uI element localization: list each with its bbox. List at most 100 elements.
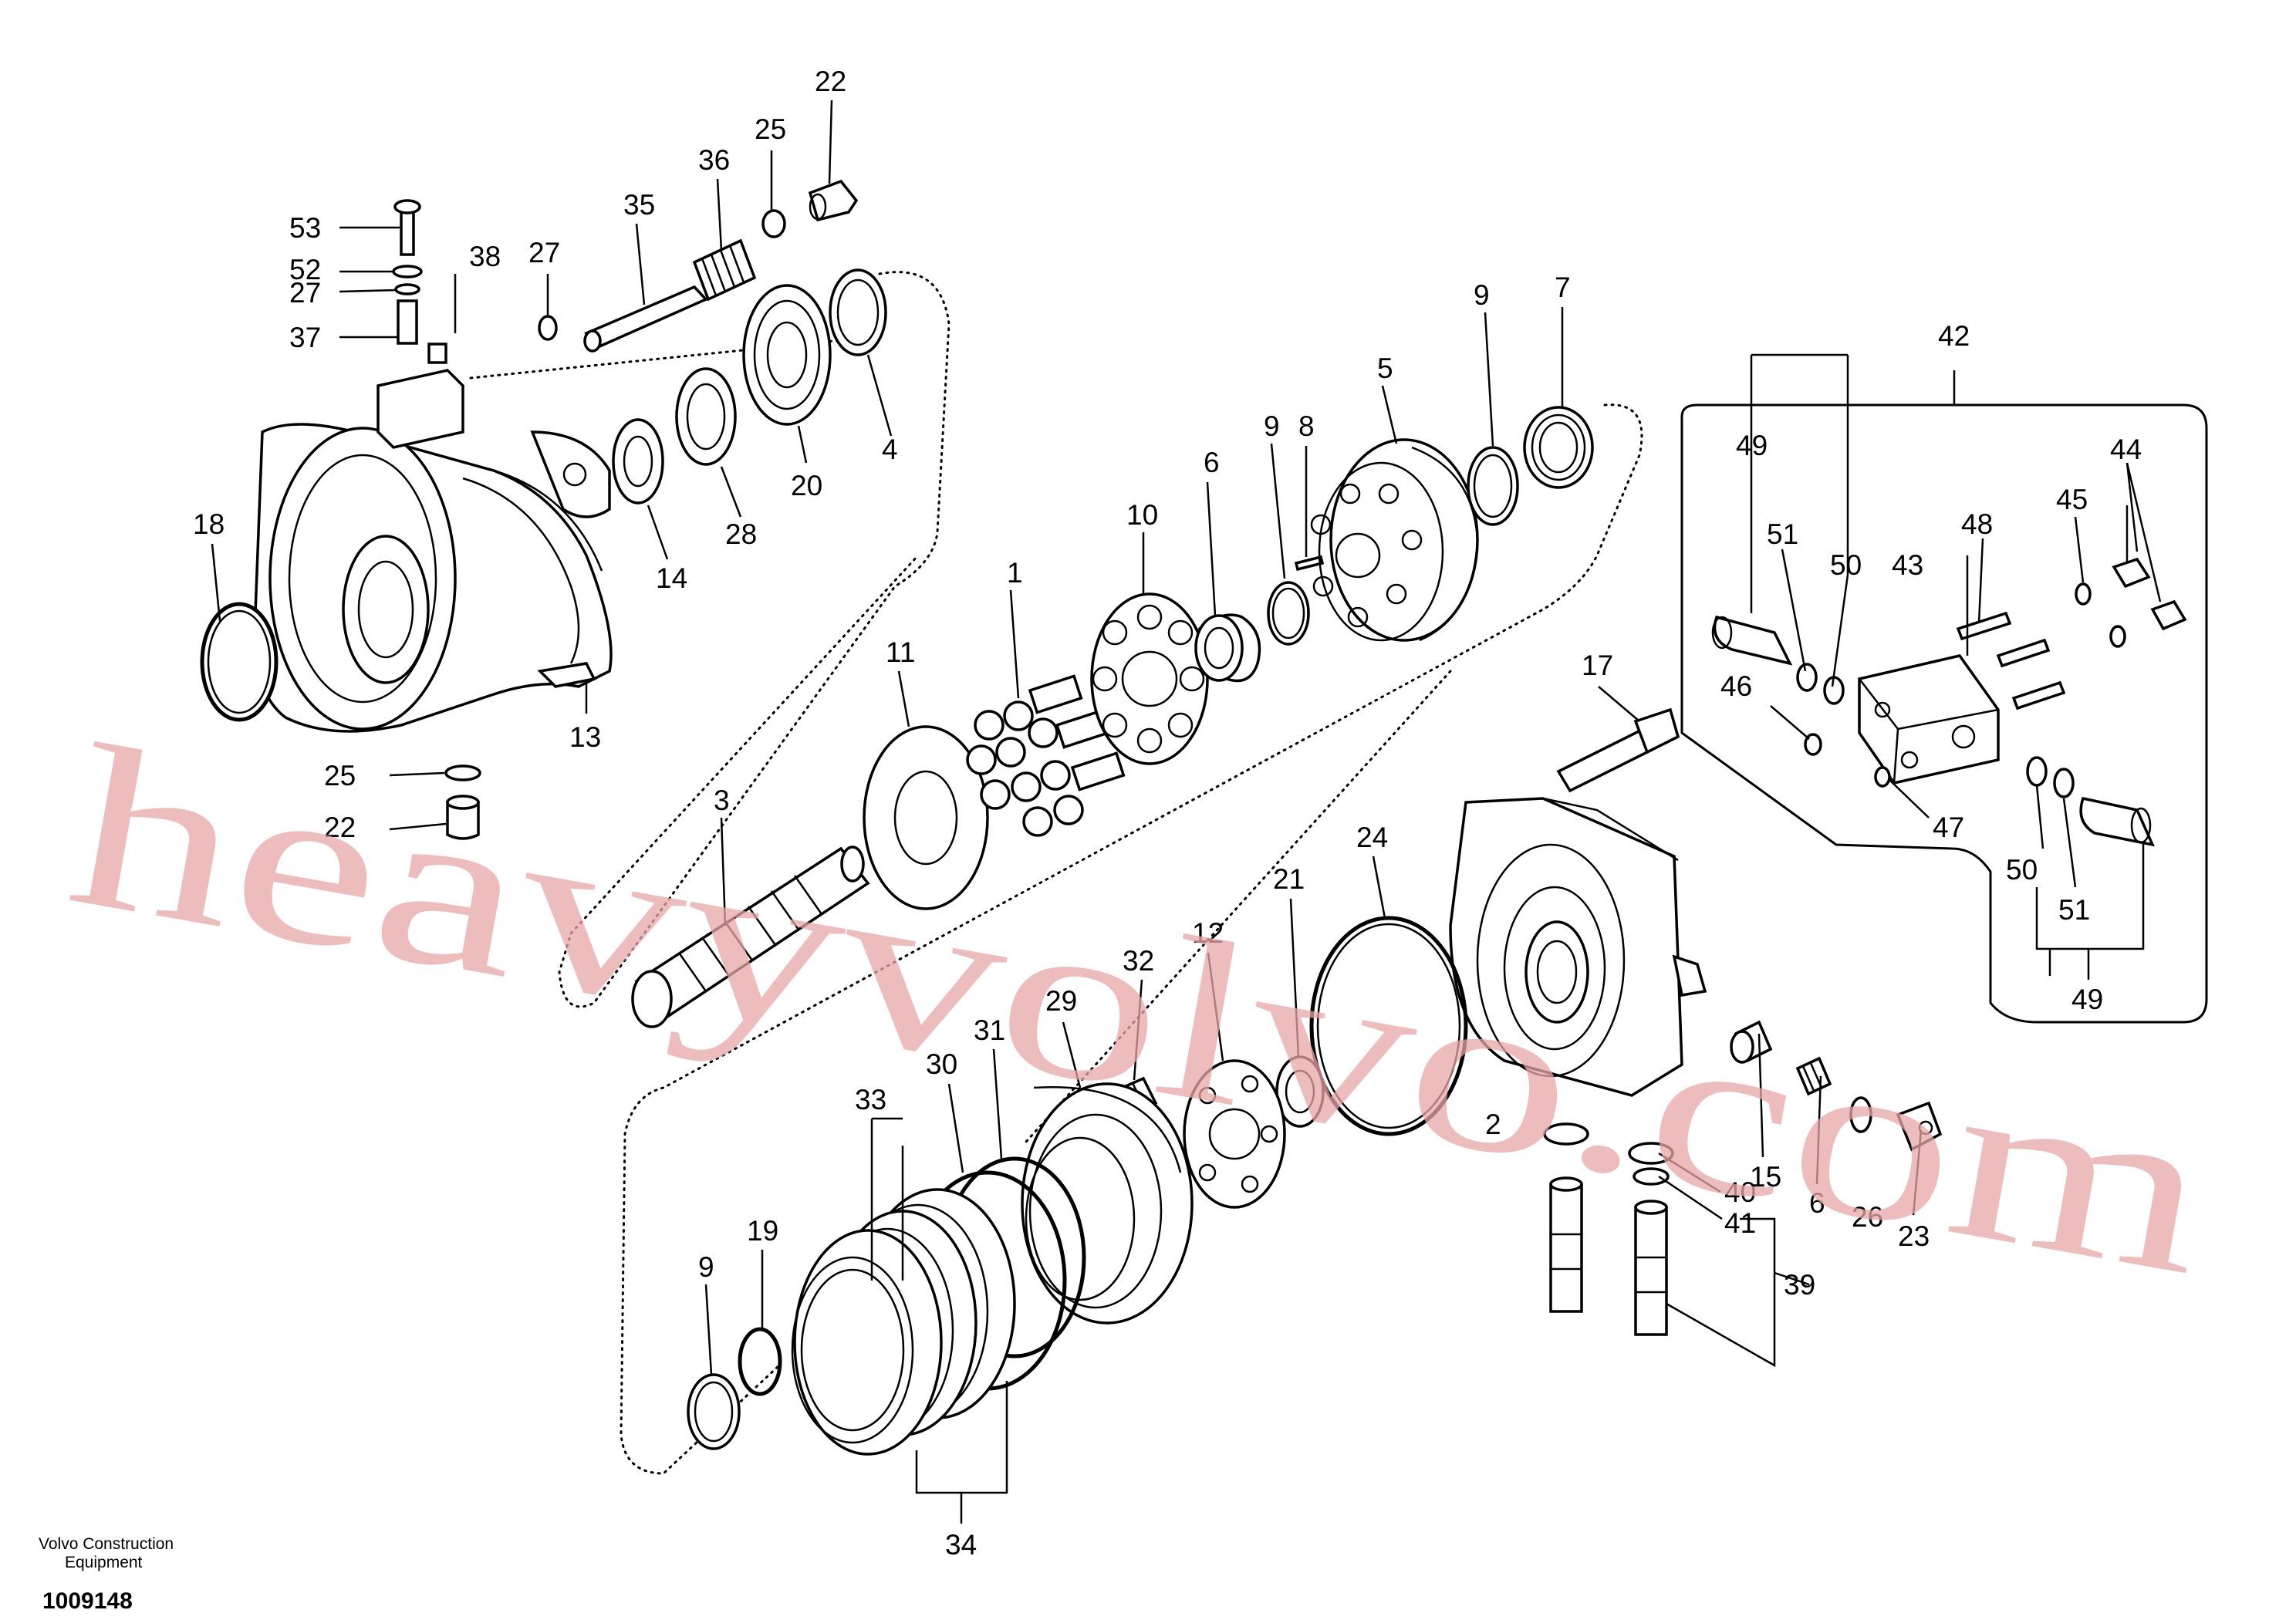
callout-50b: 50 (2006, 854, 2038, 886)
footer-company: Volvo Construction (39, 1535, 174, 1553)
callout-14: 14 (656, 562, 687, 594)
bearing-part-28[interactable] (675, 367, 737, 466)
callout-43: 43 (1892, 549, 1923, 581)
spring-part-16[interactable] (1795, 1056, 1832, 1096)
callout-24: 24 (1356, 822, 1388, 853)
callout-28: 28 (725, 518, 757, 550)
callout-44: 44 (2110, 434, 2142, 465)
callout-40: 40 (1724, 1176, 1756, 1208)
callout-9c: 9 (698, 1251, 714, 1283)
callout-9b: 9 (1474, 279, 1490, 311)
callout-39: 39 (1784, 1269, 1815, 1301)
callout-50: 50 (1830, 549, 1862, 581)
callout-38: 38 (469, 241, 501, 272)
callout-1: 1 (1007, 557, 1023, 589)
callout-53: 53 (289, 212, 321, 244)
callout-12: 12 (1192, 917, 1224, 949)
valve-assembly-part-42[interactable] (1680, 403, 2208, 1024)
thrust-plate-part-11[interactable] (863, 725, 989, 910)
callout-6b: 6 (1809, 1187, 1825, 1219)
bushing-part-6-top[interactable] (1194, 613, 1261, 683)
callout-17: 17 (1582, 650, 1613, 681)
callout-22: 22 (815, 66, 846, 97)
bolt-part-17[interactable] (1556, 707, 1680, 793)
callout-18: 18 (193, 508, 225, 540)
o-ring-part-27[interactable] (538, 315, 558, 341)
snap-ring-part-19[interactable] (738, 1327, 782, 1396)
callout-49b: 49 (2071, 984, 2103, 1015)
relief-valve-bolt-stack[interactable] (392, 199, 447, 364)
valve-spool-set-part-39[interactable] (1543, 1122, 1674, 1336)
callout-26: 26 (1852, 1201, 1883, 1233)
callout-33: 33 (855, 1084, 886, 1115)
o-ring-part-25-top[interactable] (761, 209, 786, 238)
callout-31: 31 (974, 1014, 1005, 1046)
callout-51b: 51 (2058, 894, 2090, 926)
callout-8: 8 (1298, 410, 1315, 442)
callout-42: 42 (1938, 320, 1970, 352)
drawing-number: 1009148 (42, 1588, 133, 1614)
plug-part-23[interactable] (1896, 1101, 1943, 1152)
callout-9: 9 (1264, 410, 1280, 442)
footer-equipment: Equipment (65, 1554, 143, 1571)
callout-5: 5 (1377, 353, 1393, 384)
callout-2: 2 (1485, 1109, 1501, 1140)
shaft-part-35[interactable] (583, 285, 708, 353)
callout-19: 19 (747, 1215, 778, 1247)
snap-ring-part-9-top[interactable] (1267, 581, 1310, 646)
callout-15: 15 (1750, 1161, 1781, 1193)
callout-45: 45 (2056, 484, 2088, 515)
callout-22b: 22 (324, 812, 356, 843)
assembly-outlines (469, 271, 1643, 1475)
ring-part-9-bottom[interactable] (687, 1373, 741, 1450)
spring-part-7[interactable] (1523, 406, 1594, 489)
plug-part-22-bottom[interactable] (446, 795, 480, 840)
plug-part-22-top[interactable] (808, 179, 859, 222)
callout-32: 32 (1123, 945, 1154, 977)
plug-part-15[interactable] (1730, 1020, 1773, 1064)
valve-plate-part-10[interactable] (1090, 592, 1209, 765)
callout-4: 4 (882, 434, 898, 465)
callout-20: 20 (791, 470, 822, 501)
callout-51: 51 (1767, 518, 1798, 550)
o-ring-part-26[interactable] (1849, 1096, 1872, 1133)
bearing-part-20[interactable] (742, 284, 832, 426)
callout-27b: 27 (289, 277, 321, 309)
washer-part-14[interactable] (612, 418, 664, 505)
leader-lines (211, 100, 2162, 1524)
friction-plates-part-33-34[interactable] (791, 1188, 1016, 1456)
callout-52: 52 (289, 254, 321, 285)
callout-49: 49 (1736, 430, 1768, 461)
callout-7: 7 (1555, 272, 1571, 303)
ring-part-9-right[interactable] (1467, 446, 1519, 526)
retaining-ring-part-18[interactable] (200, 602, 279, 722)
callout-23: 23 (1898, 1220, 1930, 1252)
ring-part-4[interactable] (829, 268, 887, 356)
callout-36: 36 (698, 144, 730, 176)
callout-41: 41 (1724, 1207, 1756, 1239)
piston-set-part-1[interactable] (966, 674, 1126, 837)
callout-6: 6 (1204, 447, 1220, 478)
footer: Volvo Construction Equipment 1009148 (39, 1535, 174, 1614)
bearing-part-21[interactable] (1275, 1055, 1325, 1128)
motor-housing-part-13[interactable] (253, 369, 613, 733)
drive-shaft-part-3[interactable] (631, 845, 870, 1028)
callout-29: 29 (1045, 985, 1077, 1017)
callout-25b: 25 (324, 760, 356, 791)
plate-part-12[interactable] (1183, 1059, 1286, 1209)
spring-part-36[interactable] (692, 238, 757, 302)
callout-11: 11 (886, 636, 915, 668)
callout-10: 10 (1126, 499, 1158, 531)
callout-25: 25 (755, 113, 786, 145)
callout-labels: 1 2 3 4 5 6 6 7 8 9 9 9 10 11 12 13 14 1… (193, 66, 2142, 1561)
callout-30: 30 (926, 1048, 957, 1080)
pin-part-8[interactable] (1294, 555, 1325, 572)
o-ring-part-24[interactable] (1309, 916, 1468, 1136)
cylinder-block-part-5[interactable] (1310, 438, 1479, 642)
callout-13: 13 (569, 721, 601, 753)
callout-46: 46 (1720, 670, 1752, 702)
o-ring-part-25-bottom[interactable] (444, 764, 481, 781)
callout-21: 21 (1273, 863, 1305, 895)
rear-cover-valve-casing[interactable] (1449, 797, 1707, 1097)
